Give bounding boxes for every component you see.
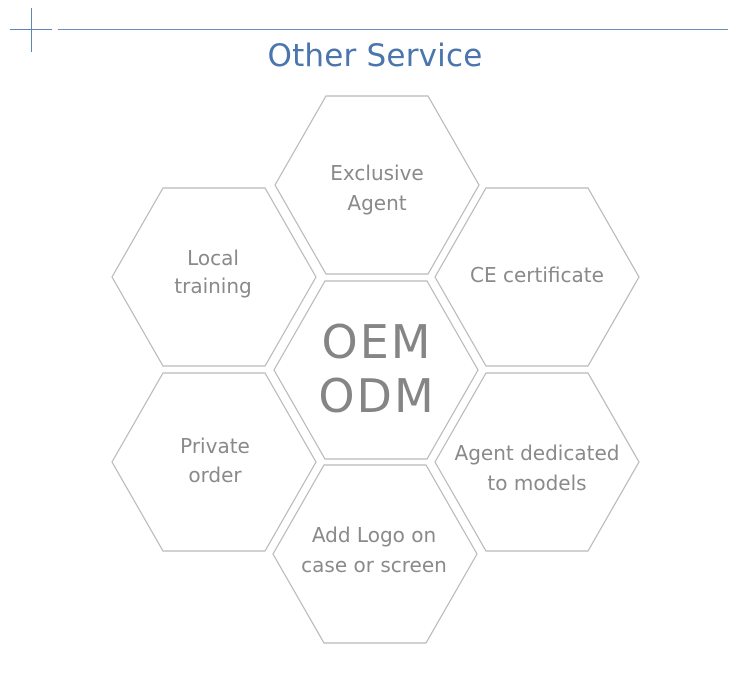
hex-bottom-line-2: case or screen xyxy=(301,553,447,577)
hex-cell-upper-left: Local training xyxy=(111,187,317,367)
hex-cell-lower-right: Agent dedicated to models xyxy=(434,372,640,552)
hex-lower-left-line-2: order xyxy=(188,463,242,487)
header-rule xyxy=(58,29,728,30)
hex-cell-upper-right: CE certificate xyxy=(434,187,640,367)
hex-upper-left-line-1: Local xyxy=(187,246,239,270)
center-line-2: ODM xyxy=(318,369,435,423)
hex-lower-right-line-2: to models xyxy=(487,471,586,495)
hex-bottom-line-1: Add Logo on xyxy=(312,523,436,547)
hex-upper-right-line-1: CE certificate xyxy=(470,263,604,287)
crop-mark-vertical xyxy=(31,8,32,52)
hex-cell-top: Exclusive Agent xyxy=(274,95,480,275)
hex-cell-bottom: Add Logo on case or screen xyxy=(272,464,478,644)
hex-cell-center: OEM ODM xyxy=(273,280,479,460)
hex-lower-left-line-1: Private xyxy=(180,434,250,458)
page-title: Other Service xyxy=(267,38,483,74)
hex-top-line-2: Agent xyxy=(347,191,406,215)
crop-mark-horizontal xyxy=(10,29,52,30)
hex-cell-lower-left: Private order xyxy=(111,372,317,552)
center-line-1: OEM xyxy=(322,315,433,369)
hex-upper-left-line-2: training xyxy=(174,274,251,298)
hex-top-line-1: Exclusive xyxy=(330,161,423,185)
hex-lower-right-line-1: Agent dedicated xyxy=(455,441,620,465)
